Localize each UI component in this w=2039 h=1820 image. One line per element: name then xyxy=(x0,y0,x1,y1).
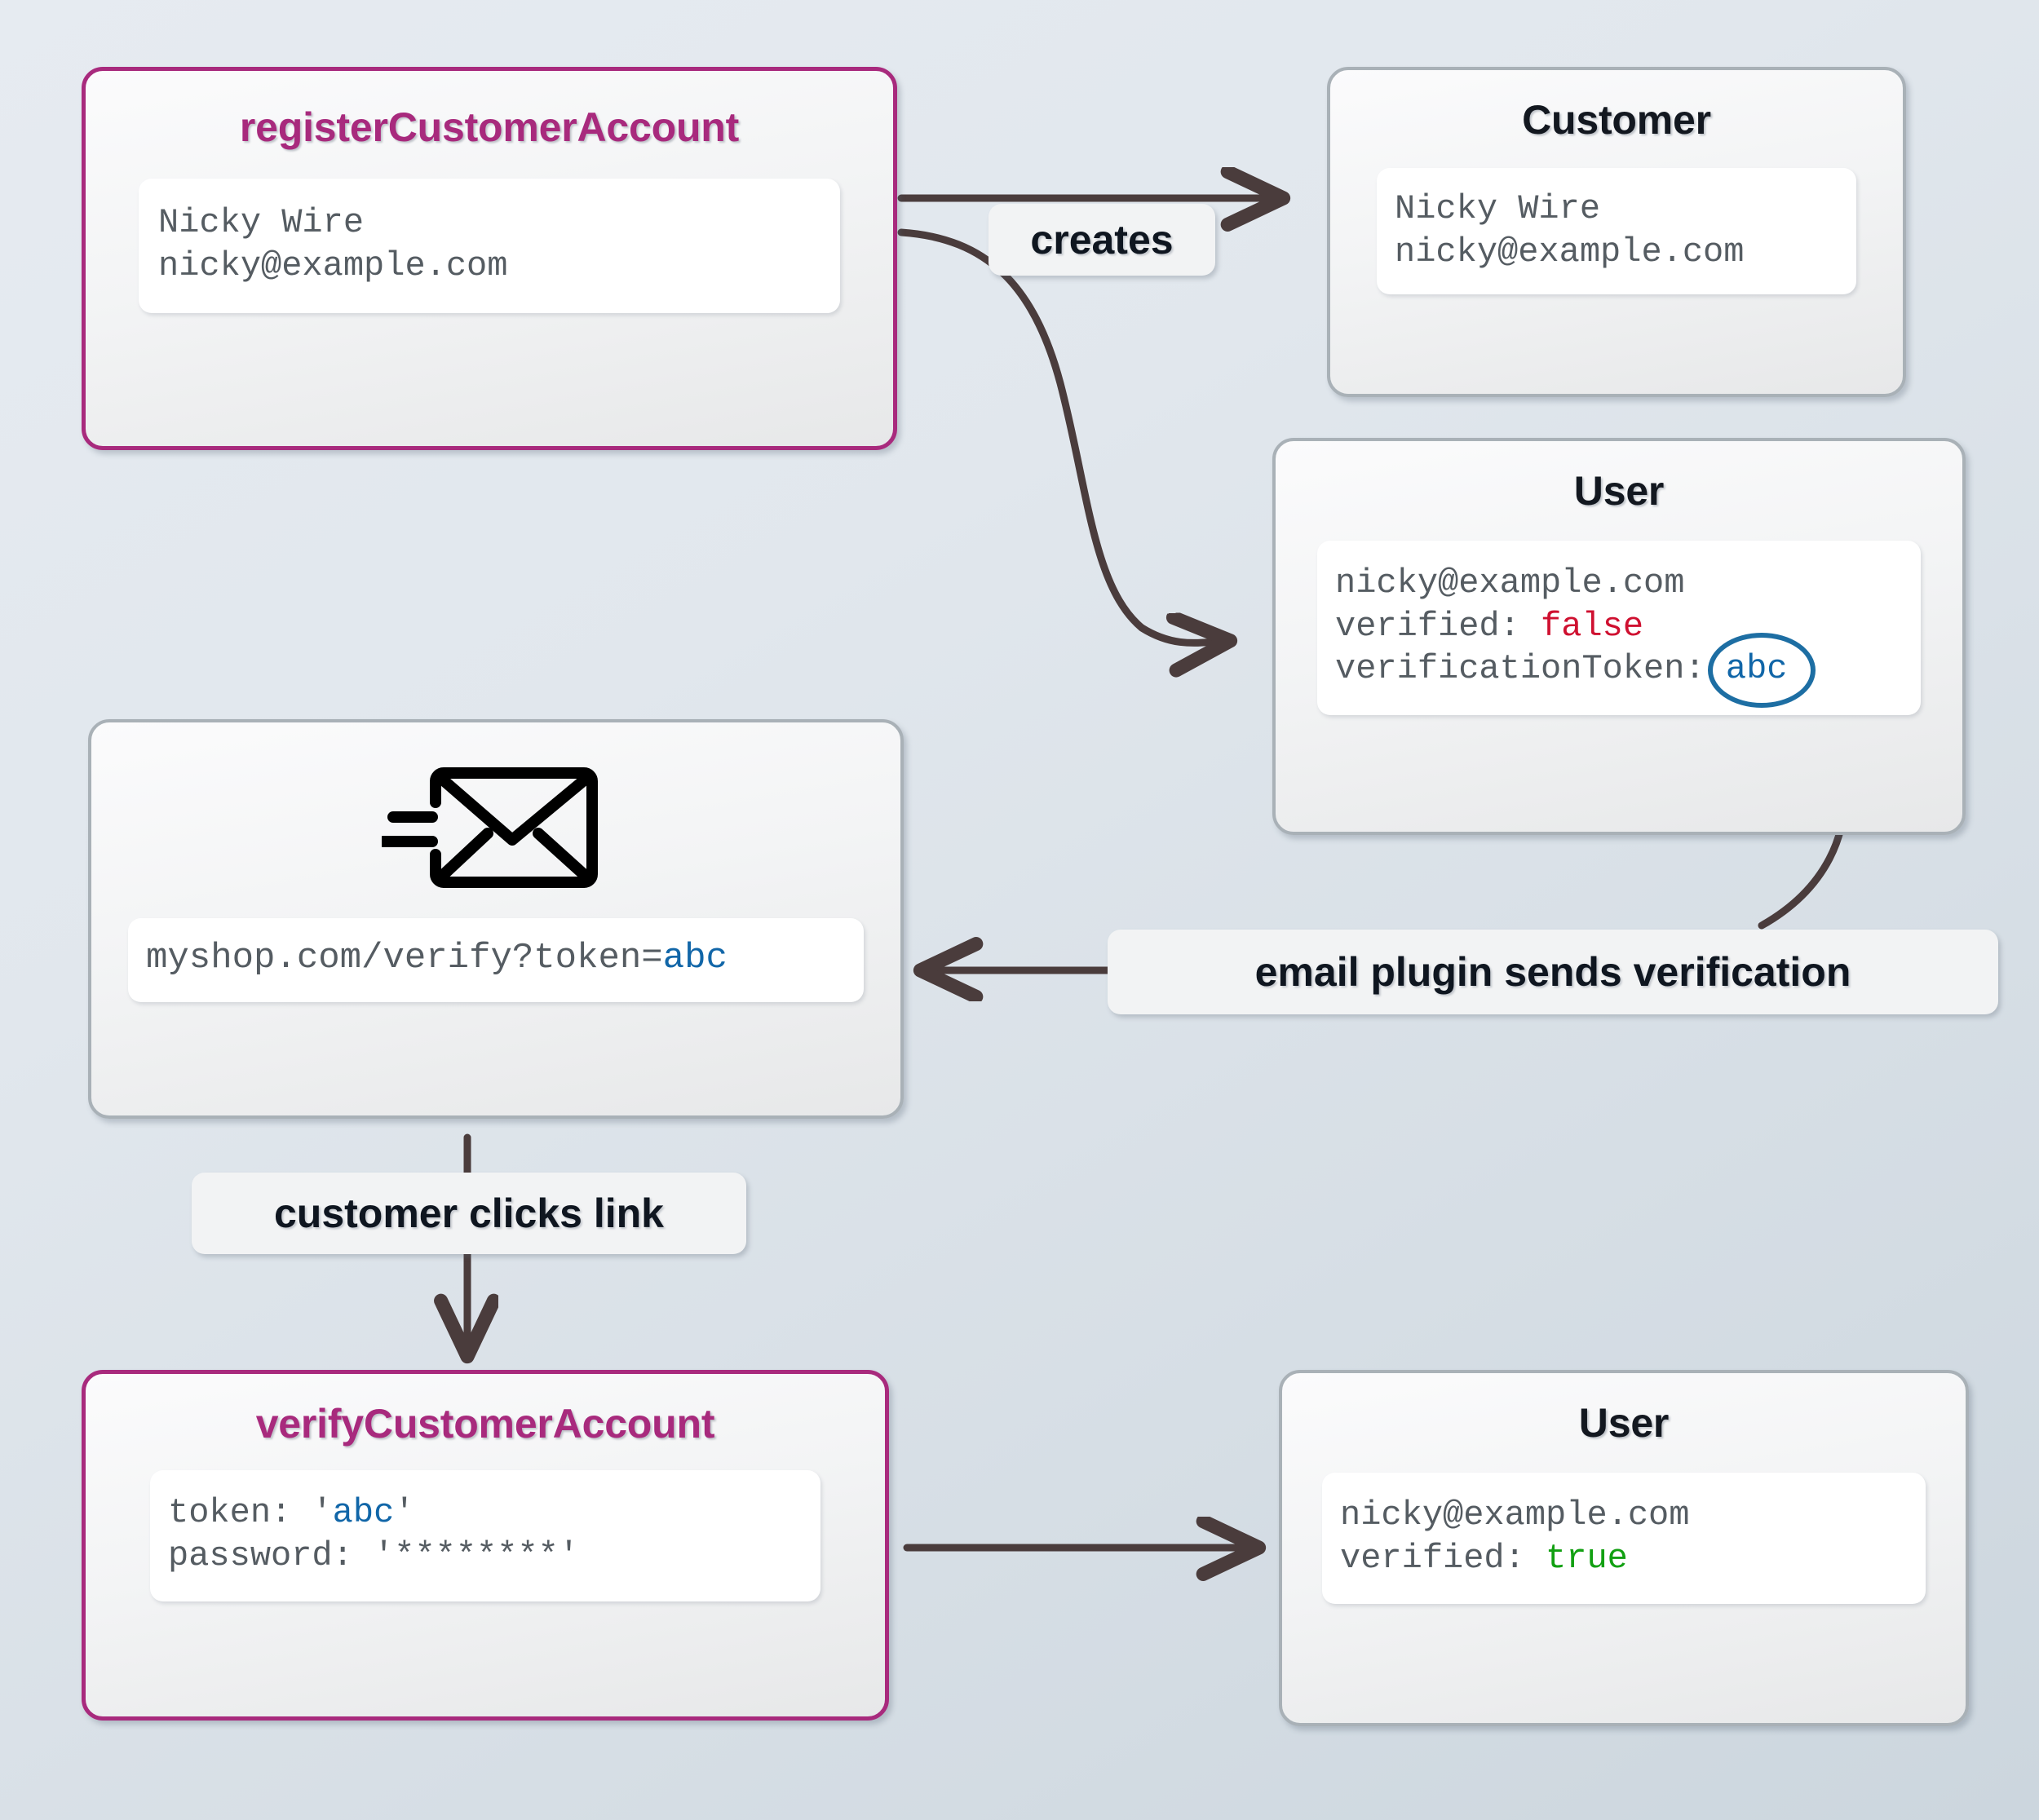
verified-value-false: false xyxy=(1541,606,1644,646)
customer-field-name: Nicky Wire xyxy=(1395,189,1601,228)
email-link-prefix: myshop.com/verify?token= xyxy=(146,938,663,978)
email-link-box[interactable]: myshop.com/verify?token=abc xyxy=(128,918,864,1002)
node-customer-entity[interactable]: Customer Nicky Wire nicky@example.com xyxy=(1327,67,1906,397)
email-verify-link[interactable]: myshop.com/verify?token=abc xyxy=(146,936,846,981)
verification-token-highlight: abc xyxy=(1707,633,1816,708)
user-verified-verified-line: verified: true xyxy=(1340,1537,1908,1580)
user-verified-email: nicky@example.com xyxy=(1340,1495,1690,1535)
verify-token-open-quote: ' xyxy=(312,1493,333,1532)
node-register-customer-account[interactable]: registerCustomerAccount Nicky Wire nicky… xyxy=(82,67,897,450)
customer-field-email: nicky@example.com xyxy=(1395,232,1745,272)
edge-label-email-plugin-sends-verification: email plugin sends verification xyxy=(1108,930,1998,1014)
user-unverified-token-line: verificationToken: abc xyxy=(1335,633,1903,708)
node-title-register-customer-account: registerCustomerAccount xyxy=(239,104,740,150)
verified-label-2: verified: xyxy=(1340,1538,1546,1578)
node-title-user-unverified: User xyxy=(1573,468,1665,514)
register-field-email: nicky@example.com xyxy=(158,245,508,285)
send-envelope-icon xyxy=(382,767,598,888)
node-user-unverified[interactable]: User nicky@example.com verified: false v… xyxy=(1272,438,1966,835)
email-link-token: abc xyxy=(662,938,728,978)
edge-label-creates: creates xyxy=(989,204,1215,276)
node-email-message[interactable]: myshop.com/verify?token=abc xyxy=(88,719,904,1119)
user-verified-fields: nicky@example.com verified: true xyxy=(1322,1473,1926,1604)
node-title-user-verified: User xyxy=(1578,1400,1670,1446)
verified-label: verified: xyxy=(1335,606,1541,646)
customer-fields: Nicky Wire nicky@example.com xyxy=(1377,168,1856,294)
verification-token-value: abc xyxy=(1725,649,1788,688)
verify-token-label: token: xyxy=(168,1493,312,1532)
verify-token-close-quote: ' xyxy=(394,1493,415,1532)
verify-fields: token: 'abc' password: '********' xyxy=(150,1470,820,1601)
node-user-verified[interactable]: User nicky@example.com verified: true xyxy=(1279,1370,1969,1726)
user-unverified-verified-line: verified: false xyxy=(1335,605,1903,648)
user-unverified-fields: nicky@example.com verified: false verifi… xyxy=(1317,541,1921,715)
node-verify-customer-account[interactable]: verifyCustomerAccount token: 'abc' passw… xyxy=(82,1370,889,1721)
verify-token-line: token: 'abc' xyxy=(168,1491,803,1535)
user-unverified-email: nicky@example.com xyxy=(1335,563,1685,603)
edge-creates-user xyxy=(897,228,1227,643)
edge-label-customer-clicks-link: customer clicks link xyxy=(192,1173,746,1254)
node-title-verify-customer-account: verifyCustomerAccount xyxy=(255,1401,715,1447)
verify-password-line: password: '********' xyxy=(168,1535,580,1575)
verified-value-true: true xyxy=(1546,1538,1628,1578)
verification-token-label: verificationToken: xyxy=(1335,649,1726,688)
node-title-customer: Customer xyxy=(1522,97,1711,143)
verify-token-value: abc xyxy=(332,1493,395,1532)
register-field-name: Nicky Wire xyxy=(158,203,365,242)
register-fields: Nicky Wire nicky@example.com xyxy=(139,179,840,313)
